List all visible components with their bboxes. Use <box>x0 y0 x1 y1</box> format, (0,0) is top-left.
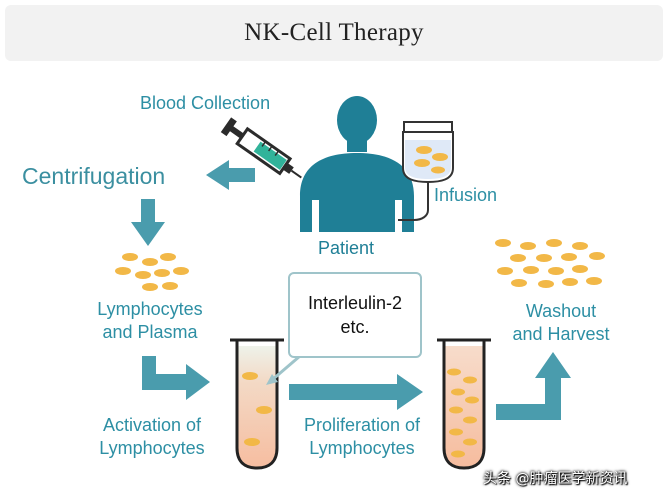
label-line: Lymphocytes <box>99 437 205 458</box>
watermark: 头条 @肿瘤医学新资讯 <box>483 471 628 487</box>
patient-silhouette-icon <box>300 96 414 232</box>
cell-cluster-lymphocytes <box>115 253 189 291</box>
arrow-to-centrifugation <box>206 160 255 190</box>
title-bar: NK-Cell Therapy <box>5 5 663 61</box>
label-patient: Patient <box>318 238 375 258</box>
arrow-to-activation <box>142 356 210 400</box>
syringe-icon <box>220 117 302 179</box>
label-infusion: Infusion <box>434 185 498 205</box>
page-title: NK-Cell Therapy <box>244 19 424 46</box>
label-lymphocytes-and-plasma: Lymphocytes and Plasma <box>77 298 223 343</box>
cell-cluster-harvest <box>495 239 605 288</box>
label-line: Activation of <box>102 415 202 435</box>
test-tube-icon <box>437 338 491 470</box>
label-line: Washout <box>525 301 597 321</box>
arrow-to-lymphocytes <box>131 199 165 246</box>
label-line: Lymphocytes <box>309 437 415 458</box>
label-line: Proliferation of <box>303 415 421 435</box>
arrow-to-washout <box>496 352 571 420</box>
arrow-to-proliferation <box>289 374 423 410</box>
callout-line: etc. <box>340 317 370 337</box>
label-line: Lymphocytes <box>97 299 203 319</box>
label-activation: Activation of Lymphocytes <box>82 414 222 459</box>
iv-bag-icon <box>398 121 454 221</box>
label-line: and Harvest <box>512 323 610 344</box>
test-tube-icon <box>230 338 284 470</box>
label-line: and Plasma <box>102 321 198 342</box>
label-centrifugation: Centrifugation <box>22 163 166 189</box>
label-washout-and-harvest: Washout and Harvest <box>496 300 626 345</box>
label-proliferation: Proliferation of Lymphocytes <box>284 414 440 459</box>
callout-pointer <box>266 354 301 385</box>
label-blood-collection: Blood Collection <box>140 93 271 113</box>
callout-interleukin: Interleulin-2 etc. <box>288 272 422 358</box>
callout-line: Interleulin-2 <box>307 292 403 313</box>
